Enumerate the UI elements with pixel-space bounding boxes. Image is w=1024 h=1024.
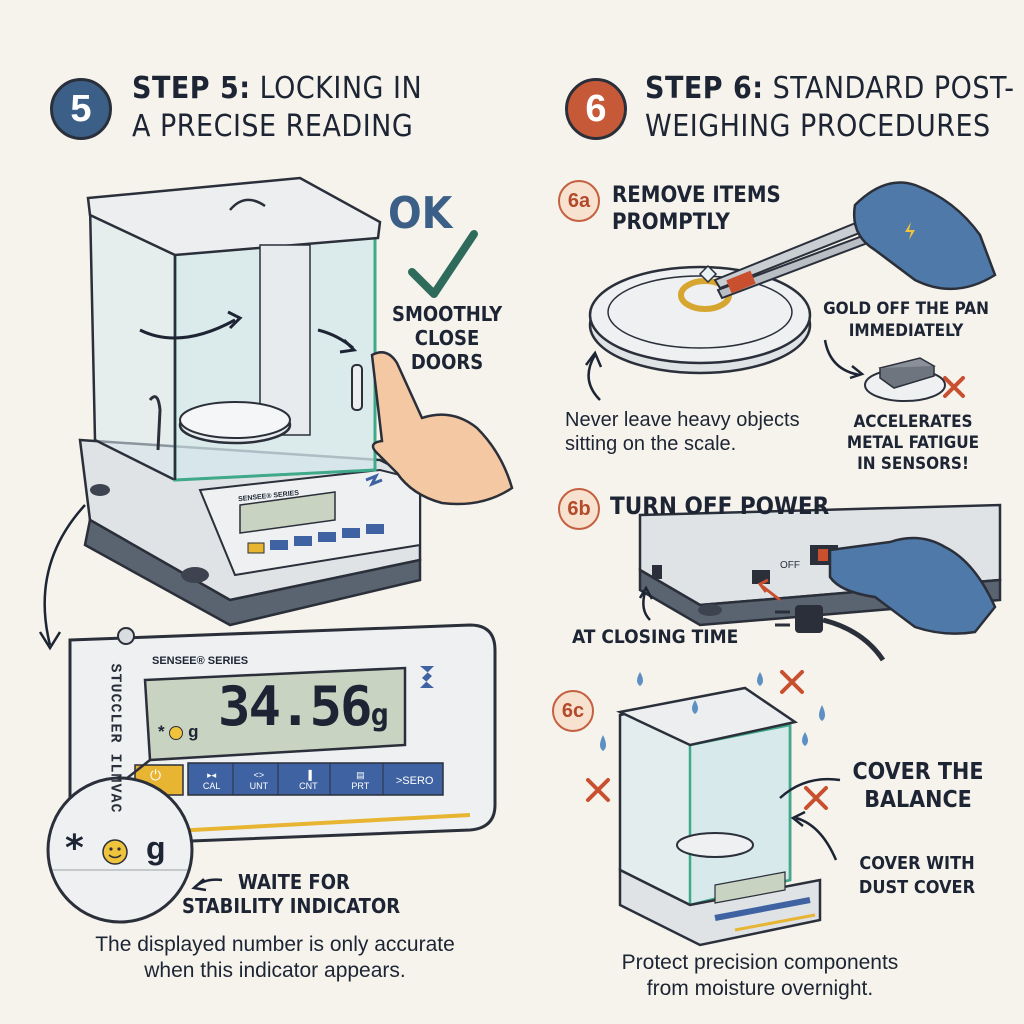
closing-time-label: AT CLOSING TIME [572, 626, 739, 648]
gold-off-label: GOLD OFF THE PAN IMMEDIATELY [823, 299, 989, 341]
step6-title-line1: STANDARD POST- [772, 71, 1015, 106]
step6c-badge: 6c [552, 690, 594, 732]
x-icon [586, 778, 610, 802]
power-off-illustration: OFF [638, 503, 1002, 662]
step6-number-badge: 6 [565, 78, 627, 140]
lcd-reading: 34.56g [218, 675, 389, 738]
step5-title-bold: STEP 5: [132, 71, 251, 106]
heavy-objects-note: Never leave heavy objects sitting on the… [565, 409, 800, 455]
metal-fatigue-warning: ACCELERATES METAL FATIGUE IN SENSORS! [846, 412, 980, 474]
magnifier-unit: g [146, 830, 166, 866]
step6-title-line2: WEIGHING PROCEDURES [645, 109, 991, 144]
step5-title-line1: LOCKING IN [259, 71, 423, 106]
step5-note: The displayed number is only accurate wh… [95, 933, 455, 982]
display-panel-illustration [46, 623, 497, 924]
stability-smiley-icon [169, 725, 184, 740]
x-icon [804, 786, 828, 810]
x-icon [943, 376, 965, 398]
close-doors-label: SMOOTHLY CLOSE DOORS [392, 302, 503, 374]
display-series-label: SENSEE® SERIES [152, 655, 249, 667]
display-side-text: STUCCLER ILMVAC [106, 663, 124, 814]
moisture-note: Protect precision components from moistu… [621, 951, 899, 1000]
zero-button[interactable]: >SERO [395, 775, 434, 787]
analytical-balance-illustration [78, 176, 514, 627]
step5-title-line2: A PRECISE READING [132, 109, 414, 144]
power-icon[interactable]: ⏻ [150, 768, 162, 784]
turn-off-power-heading: TURN OFF POWER [610, 492, 830, 520]
wait-stability-label: WAITE FOR STABILITY INDICATOR [182, 870, 401, 918]
remove-items-heading: REMOVE ITEMS PROMPTLY [612, 183, 781, 235]
magnifier-star: * [65, 828, 84, 869]
pan-ring-illustration [585, 181, 997, 402]
cover-balance-title: COVER THE BALANCE [852, 759, 984, 813]
covered-balance-illustration [586, 670, 841, 947]
reading-unit: g [370, 698, 389, 733]
step5-title: STEP 5: LOCKING IN A PRECISE READING [132, 70, 422, 146]
count-button[interactable]: ▐CNT [299, 770, 318, 791]
svg-text:OFF: OFF [780, 560, 800, 571]
unit-button[interactable]: <>UNT [249, 770, 269, 791]
cal-button[interactable]: ▸◂CAL [202, 770, 221, 791]
step6b-badge: 6b [558, 488, 600, 530]
dust-cover-label: COVER WITH DUST COVER [858, 853, 976, 898]
ok-label: OK [388, 188, 453, 239]
check-icon [408, 230, 478, 298]
step6a-badge: 6a [558, 180, 600, 222]
display-button-row: ▸◂CAL <>UNT ▐CNT ▤PRT >SERO [188, 770, 443, 798]
step5-number-badge: 5 [50, 78, 112, 140]
reading-value: 34.56 [218, 675, 373, 738]
step6-title: STEP 6: STANDARD POST- WEIGHING PROCEDUR… [645, 70, 1015, 146]
lcd-indicator: * g [158, 722, 199, 741]
print-button[interactable]: ▤PRT [351, 770, 370, 791]
x-icon [780, 670, 804, 694]
step6-title-bold: STEP 6: [645, 71, 764, 106]
